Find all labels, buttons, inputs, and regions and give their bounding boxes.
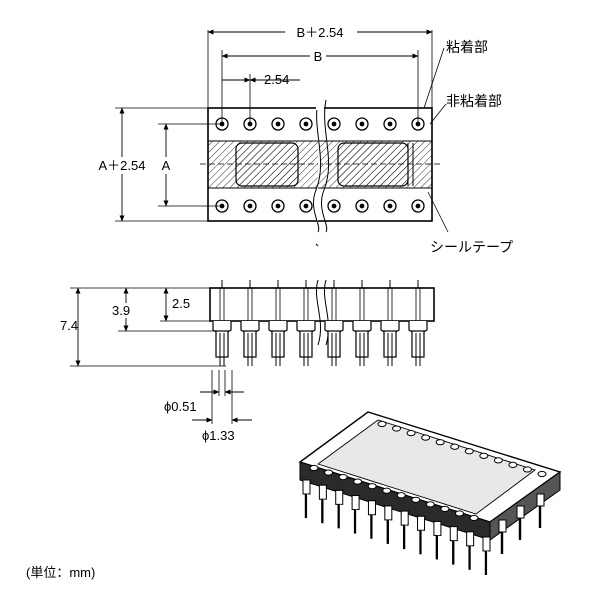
- dim-a: A: [162, 158, 171, 173]
- adhesive-pad-right: [337, 142, 409, 187]
- iso-seal-tape: [317, 419, 536, 515]
- pin-barrel: [383, 330, 397, 358]
- dim-shoulder-diameter: ϕ1.33: [202, 428, 235, 443]
- iso-pin-shoulder: [400, 510, 409, 526]
- isometric-view: [298, 411, 562, 575]
- break-line: [313, 99, 322, 233]
- iso-pin-shoulder: [449, 526, 458, 542]
- iso-contact-front: [411, 496, 421, 503]
- unit-note: (単位：mm): [26, 565, 96, 580]
- pin-hole-center: [359, 121, 365, 127]
- iso-pin-shoulder: [367, 500, 376, 516]
- iso-contact-front: [367, 483, 377, 490]
- pin-hole-center: [303, 121, 309, 127]
- pin-hole-center: [387, 203, 393, 209]
- dim-height-top: 2.5: [172, 296, 190, 311]
- pin-hole-center: [275, 203, 281, 209]
- pin-hole-center: [415, 203, 421, 209]
- iso-contact-front: [454, 510, 464, 517]
- iso-contact-front: [309, 464, 319, 472]
- label-non-adhesive: 非粘着部: [446, 93, 502, 109]
- iso-side-pin-shoulder: [536, 493, 545, 507]
- dim-a-plus: A＋2.54: [99, 158, 146, 173]
- top-view: B＋2.54 B 2.54 A＋2.54 A 粘着部 非粘着部 シールテープ: [90, 23, 513, 255]
- pin-barrel: [271, 330, 285, 358]
- iso-side-pin-shoulder: [516, 505, 525, 519]
- iso-pin-shoulder: [384, 505, 393, 521]
- pin-hole-center: [303, 203, 309, 209]
- iso-contact-front: [324, 469, 334, 476]
- iso-pin-shoulder: [433, 520, 442, 536]
- iso-pin-shoulder: [417, 515, 426, 531]
- iso-pin-shoulder: [302, 479, 311, 495]
- iso-contact-front: [425, 501, 435, 508]
- pin-hole-center: [387, 121, 393, 127]
- iso-contact-back: [522, 466, 532, 473]
- pin-hole-center: [247, 203, 253, 209]
- iso-contact-back: [537, 470, 547, 478]
- iso-contact-front: [440, 505, 450, 513]
- iso-side-pin-shoulder: [498, 519, 507, 533]
- iso-pin-shoulder: [466, 531, 475, 547]
- iso-contact-front: [338, 473, 348, 481]
- iso-contact-back: [377, 420, 387, 428]
- iso-pins: [302, 479, 545, 575]
- iso-pin-shoulder: [318, 484, 327, 500]
- iso-contact-back: [392, 425, 402, 432]
- dim-b: B: [314, 49, 323, 64]
- top-pin-row: [215, 117, 425, 131]
- iso-contact-back: [435, 439, 445, 446]
- pin-barrel: [243, 330, 257, 358]
- side-pins: [212, 280, 428, 366]
- iso-contact-front: [469, 514, 479, 522]
- iso-pin-shoulder: [351, 495, 360, 511]
- pin-hole-center: [331, 121, 337, 127]
- iso-side-face: [489, 471, 561, 541]
- pin-barrel: [411, 330, 425, 358]
- iso-contact-back: [508, 461, 518, 469]
- pin-hole-center: [247, 121, 253, 127]
- pin-barrel: [299, 330, 313, 358]
- iso-contact-back: [450, 443, 460, 450]
- iso-contact-back: [421, 434, 431, 441]
- iso-contact-back: [479, 452, 489, 459]
- pin-barrel: [355, 330, 369, 358]
- pin-hole-center: [359, 203, 365, 209]
- label-adhesive: 粘着部: [446, 39, 488, 55]
- iso-contact-back: [406, 429, 416, 437]
- iso-contact-front: [396, 492, 406, 499]
- iso-pin-shoulder: [482, 536, 491, 552]
- iso-contacts: [309, 420, 547, 522]
- adhesive-pad-left: [235, 142, 299, 187]
- dim-height-body: 3.9: [112, 303, 130, 318]
- iso-contact-front: [382, 487, 392, 494]
- dim-pin-diameter: ϕ0.51: [164, 399, 197, 414]
- iso-contact-back: [464, 448, 474, 455]
- iso-contact-back: [493, 457, 503, 464]
- socket-side-body: [209, 287, 435, 322]
- dim-pitch: 2.54: [264, 72, 289, 87]
- pin-barrel: [327, 330, 341, 358]
- iso-contact-front: [353, 478, 363, 485]
- dim-b-plus: B＋2.54: [297, 25, 344, 40]
- pin-hole-center: [275, 121, 281, 127]
- pin-barrel: [215, 330, 229, 358]
- pin-hole-center: [331, 203, 337, 209]
- label-seal-tape: シールテープ: [430, 239, 513, 255]
- iso-pin-shoulder: [335, 489, 344, 505]
- side-view: 7.4 3.9 2.5 ϕ0.51 ϕ1.33: [60, 279, 435, 443]
- pin-hole-center: [415, 121, 421, 127]
- dim-height-total: 7.4: [60, 318, 78, 333]
